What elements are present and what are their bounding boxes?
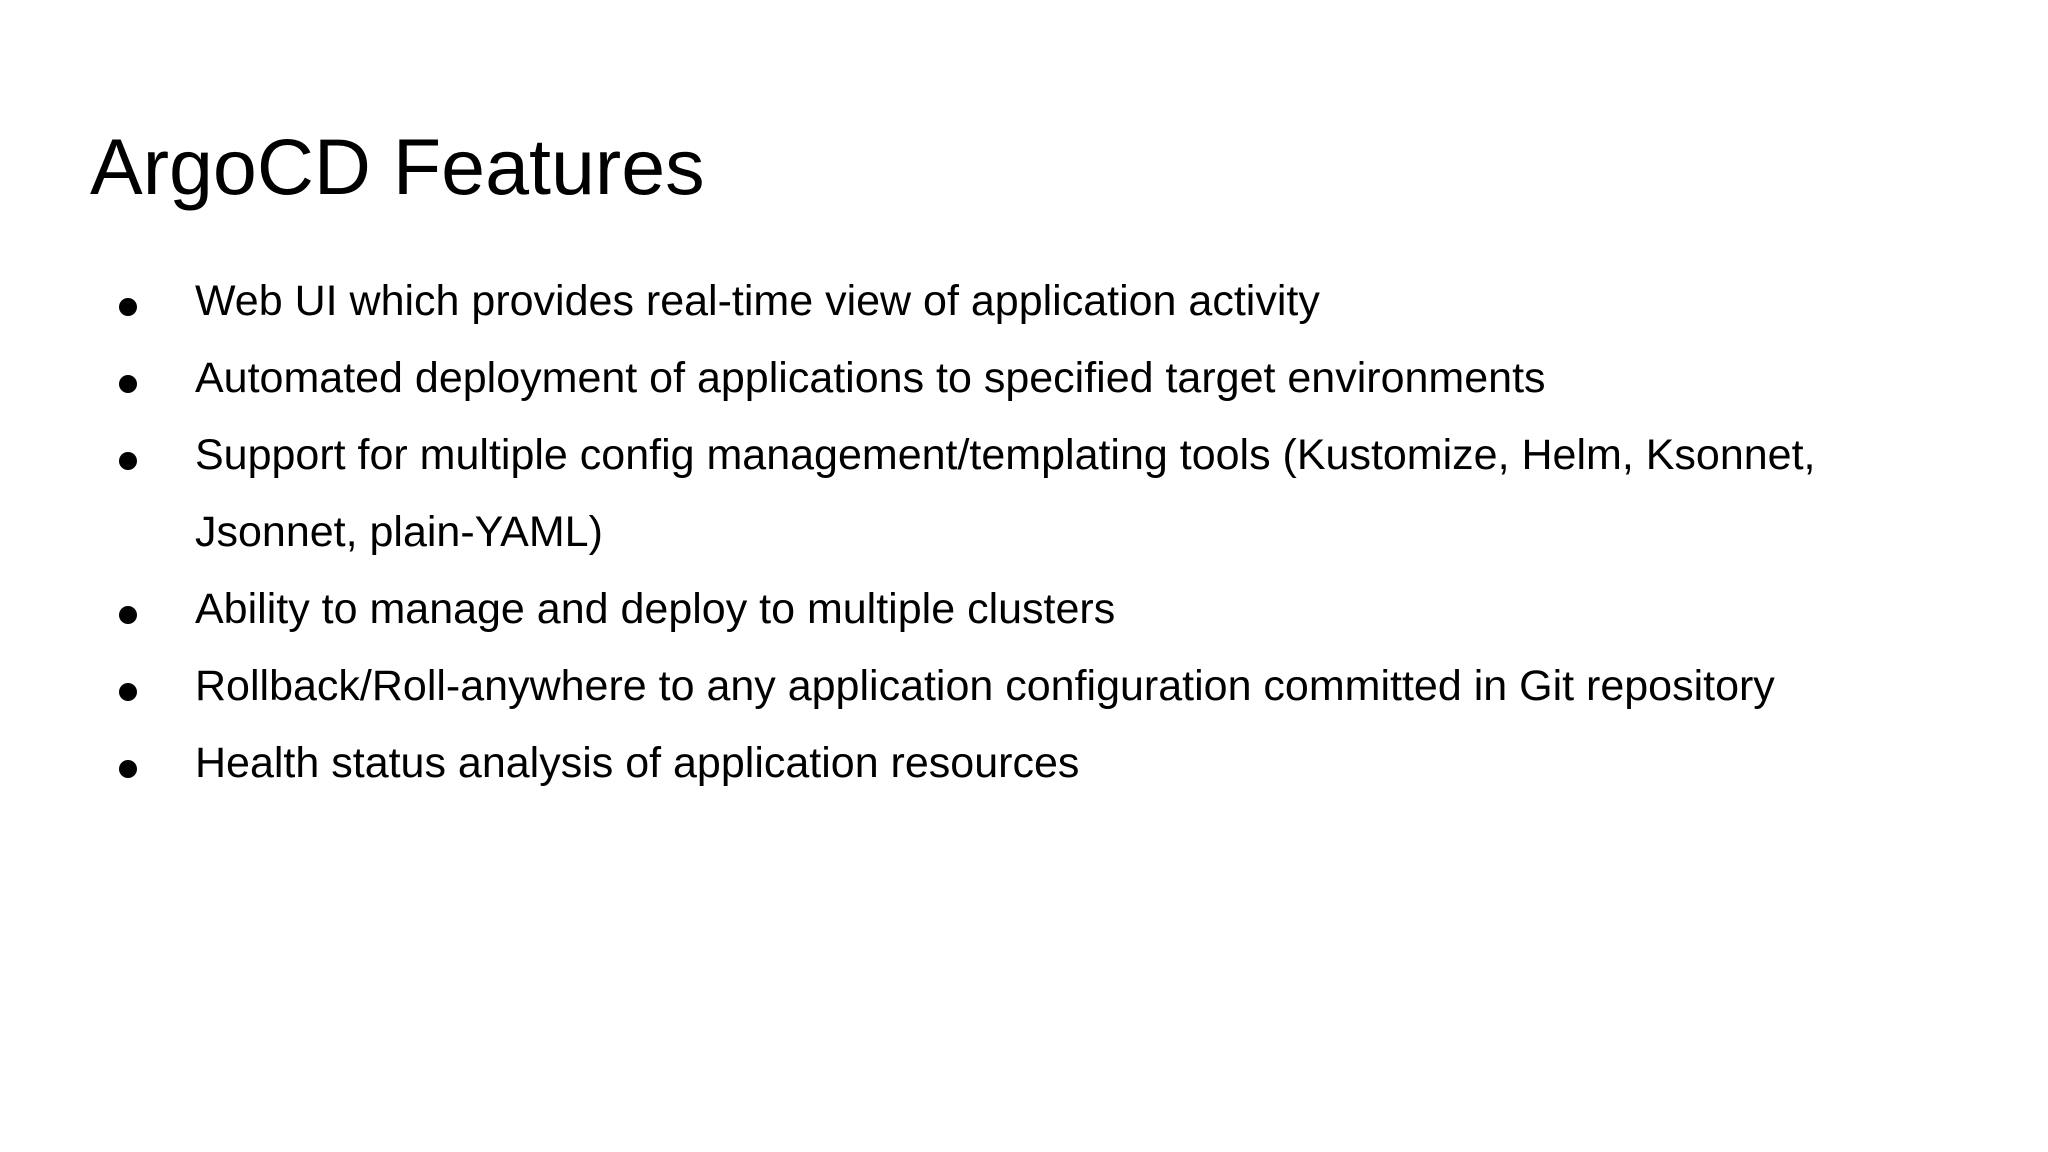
bullet-item: Support for multiple config management/t…: [119, 417, 1979, 571]
bullet-text: Ability to manage and deploy to multiple…: [195, 571, 1115, 648]
slide-title: ArgoCD Features: [90, 122, 705, 211]
bullet-line: Support for multiple config management/t…: [195, 431, 1816, 479]
bullet-line: Automated deployment of applications to …: [195, 354, 1546, 402]
bullet-dot-icon: [119, 298, 137, 316]
bullet-dot-icon: [119, 760, 137, 778]
bullet-text: Automated deployment of applications to …: [195, 340, 1546, 417]
bullet-dot-icon: [119, 606, 137, 624]
bullet-item: Health status analysis of application re…: [119, 725, 1979, 802]
bullet-item: Ability to manage and deploy to multiple…: [119, 571, 1979, 648]
bullet-line: Health status analysis of application re…: [195, 739, 1080, 787]
bullet-line: Rollback/Roll-anywhere to any applicatio…: [195, 662, 1775, 710]
bullet-line: Ability to manage and deploy to multiple…: [195, 585, 1116, 633]
bullet-list: Web UI which provides real-time view of …: [119, 263, 1979, 802]
bullet-item: Rollback/Roll-anywhere to any applicatio…: [119, 648, 1979, 725]
bullet-dot-icon: [119, 683, 137, 701]
bullet-text: Rollback/Roll-anywhere to any applicatio…: [195, 648, 1775, 725]
bullet-text: Support for multiple config management/t…: [195, 417, 1815, 571]
bullet-item: Web UI which provides real-time view of …: [119, 263, 1979, 340]
bullet-item: Automated deployment of applications to …: [119, 340, 1979, 417]
bullet-dot-icon: [119, 452, 137, 470]
bullet-dot-icon: [119, 375, 137, 393]
bullet-line: Web UI which provides real-time view of …: [195, 277, 1320, 325]
bullet-text: Web UI which provides real-time view of …: [195, 263, 1320, 340]
bullet-text: Health status analysis of application re…: [195, 725, 1079, 802]
bullet-line: Jsonnet, plain-YAML): [195, 508, 603, 556]
